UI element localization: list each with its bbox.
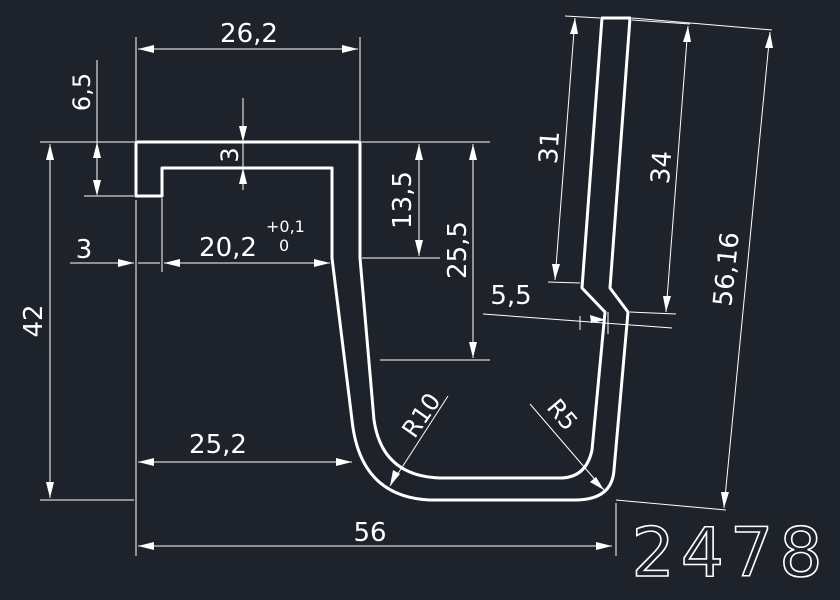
dim-26-2-label: 26,2 xyxy=(220,19,278,49)
dim-56-16-label: 56,16 xyxy=(708,231,746,308)
dim-6-5-label: 6,5 xyxy=(68,73,96,111)
dimension-arrowheads xyxy=(46,18,773,550)
dim-31-label: 31 xyxy=(534,130,566,165)
dim-25-2-label: 25,2 xyxy=(189,430,247,460)
profile-outer-contour xyxy=(134,16,632,502)
profile-outline xyxy=(134,16,632,502)
tolerance-lower-label: 0 xyxy=(279,236,289,255)
dimension-lines xyxy=(40,15,773,556)
dim-20-2-label: 20,2 xyxy=(199,233,257,263)
dim-34-label: 34 xyxy=(646,150,678,185)
dim-13-5-label: 13,5 xyxy=(388,171,418,229)
dim-56-label: 56 xyxy=(353,518,386,548)
dim-42-label: 42 xyxy=(19,304,49,337)
dim-25-5-label: 25,5 xyxy=(443,221,473,279)
radius-r5-label: R5 xyxy=(541,394,583,436)
dimension-labels: 26,2 6,5 3 13,5 25,5 3 20,2 +0,1 0 31 34… xyxy=(19,19,746,548)
dim-5-5-label: 5,5 xyxy=(490,281,531,311)
part-number: 2478 xyxy=(631,514,828,593)
dim-3-left-label: 3 xyxy=(76,235,93,265)
tolerance-upper-label: +0,1 xyxy=(266,217,305,236)
radius-r10-label: R10 xyxy=(396,388,446,443)
dim-3-lip-label: 3 xyxy=(216,147,244,162)
